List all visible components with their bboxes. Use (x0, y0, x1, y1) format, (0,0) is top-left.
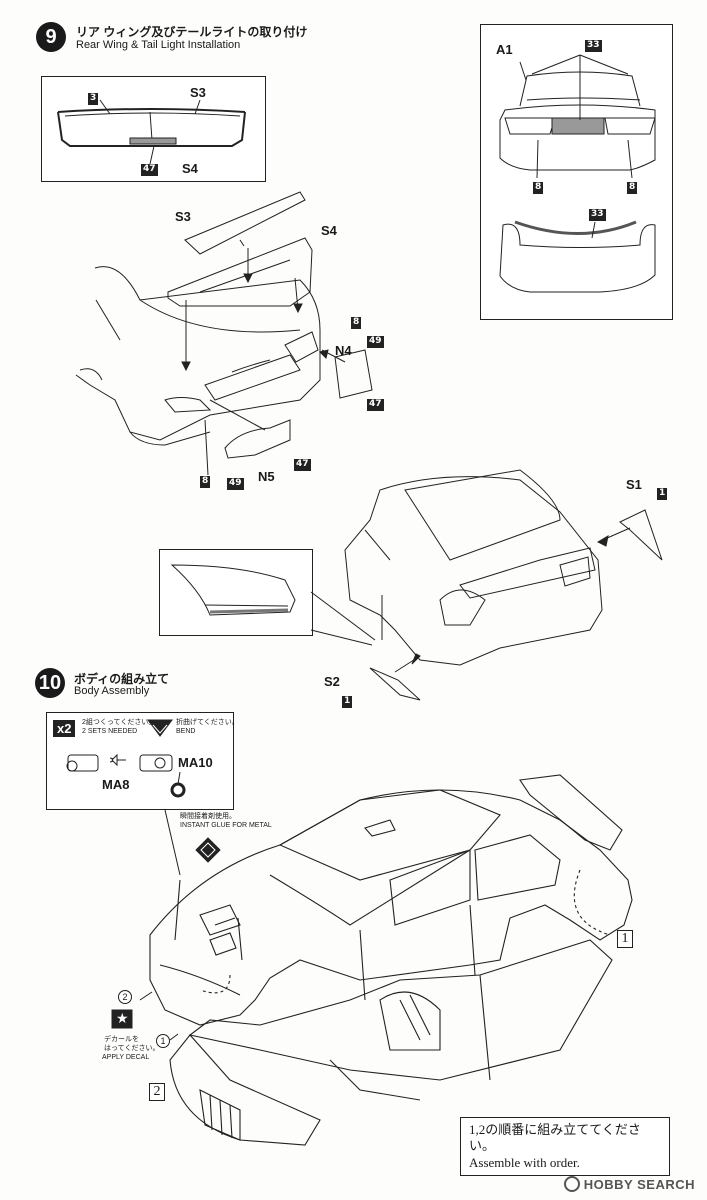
circle-1-marker: 1 (156, 1034, 170, 1048)
x2-badge: x2 (53, 720, 76, 737)
step9-taillight-parts (204, 349, 373, 476)
watermark: HOBBY SEARCH (563, 1176, 695, 1192)
step-10-number: 10 (35, 668, 65, 698)
part-3-tag: 3 (88, 93, 99, 105)
part-47-tag: 47 (141, 164, 158, 176)
part-47-right-tag: 47 (367, 399, 384, 411)
star-icon: ★ (116, 1010, 129, 1026)
rear-view-drawing (499, 54, 656, 293)
ma8-label: MA8 (102, 777, 130, 792)
step-10-title-en: Body Assembly (74, 685, 150, 697)
order-2-marker: 2 (149, 1083, 165, 1101)
glue-en: INSTANT GLUE FOR METAL (180, 822, 272, 829)
bend-en: BEND (176, 728, 196, 735)
part-1-bottom-tag: 1 (342, 696, 353, 708)
step-10-title-jp: ボディの組み立て (74, 672, 170, 686)
glue-jp: 瞬間接着剤使用。 (180, 813, 236, 820)
decal-en: APPLY DECAL (102, 1054, 150, 1061)
s3-main-label: S3 (175, 209, 191, 224)
fender-detail-drawing (170, 564, 376, 646)
decal-jp1: デカールを (104, 1036, 139, 1043)
s4-main-label: S4 (321, 223, 337, 238)
n4-label: N4 (335, 343, 352, 358)
step-9-number: 9 (36, 22, 66, 52)
step9-car-body (75, 266, 321, 446)
part-8-left-tag: 8 (533, 182, 544, 194)
part-33-bottom-tag: 33 (589, 209, 606, 221)
part-49-right-tag: 49 (367, 336, 384, 348)
part-47-bottom-tag: 47 (294, 459, 311, 471)
flare-arrows (411, 534, 609, 665)
part-1-top-tag: 1 (657, 488, 668, 500)
step9-car-flares (344, 469, 663, 701)
fender-detail-inset-box (159, 549, 313, 636)
assembly-note-en: Assemble with order. (469, 1154, 580, 1170)
part-49-bottom-tag: 49 (227, 478, 244, 490)
part-8-right-tag: 8 (627, 182, 638, 194)
part-8-main-tag: 8 (351, 317, 362, 329)
ma-parts-drawing (66, 719, 186, 798)
glue-diamond (195, 837, 221, 863)
x2-jp: 2組つくってください。 (82, 719, 156, 726)
step-9-title-jp: リア ウィング及びテールライトの取り付け (76, 25, 308, 39)
x2-en: 2 SETS NEEDED (82, 728, 138, 735)
assembly-note: 1,2の順番に組み立ててください。 Assemble with order. (460, 1117, 670, 1176)
step10-car-body (149, 774, 633, 1146)
ma10-label: MA10 (178, 755, 213, 770)
order-1-marker: 1 (617, 930, 633, 948)
s3-label: S3 (190, 85, 206, 100)
s4-label: S4 (182, 161, 198, 176)
bend-jp: 折曲げてください。 (176, 719, 239, 726)
circle-2-marker: 2 (118, 990, 132, 1004)
part-8-bottom-tag: 8 (200, 476, 211, 488)
watermark-logo-icon (563, 1176, 580, 1192)
s1-label: S1 (626, 477, 642, 492)
watermark-text: HOBBY SEARCH (583, 1176, 695, 1192)
part-33-tag: 33 (585, 40, 602, 52)
rear-view-inset-box (480, 24, 673, 320)
a1-label: A1 (496, 42, 513, 57)
assembly-note-jp: 1,2の順番に組み立ててください。 (469, 1122, 641, 1154)
n5-label: N5 (258, 469, 275, 484)
wing-inset-drawing (57, 99, 246, 165)
step9-arrows (181, 273, 329, 372)
s2-label: S2 (324, 674, 340, 689)
step-9-title-en: Rear Wing & Tail Light Installation (76, 39, 241, 51)
decal-star-box (111, 1009, 133, 1029)
decal-jp2: はってください。 (104, 1045, 160, 1052)
